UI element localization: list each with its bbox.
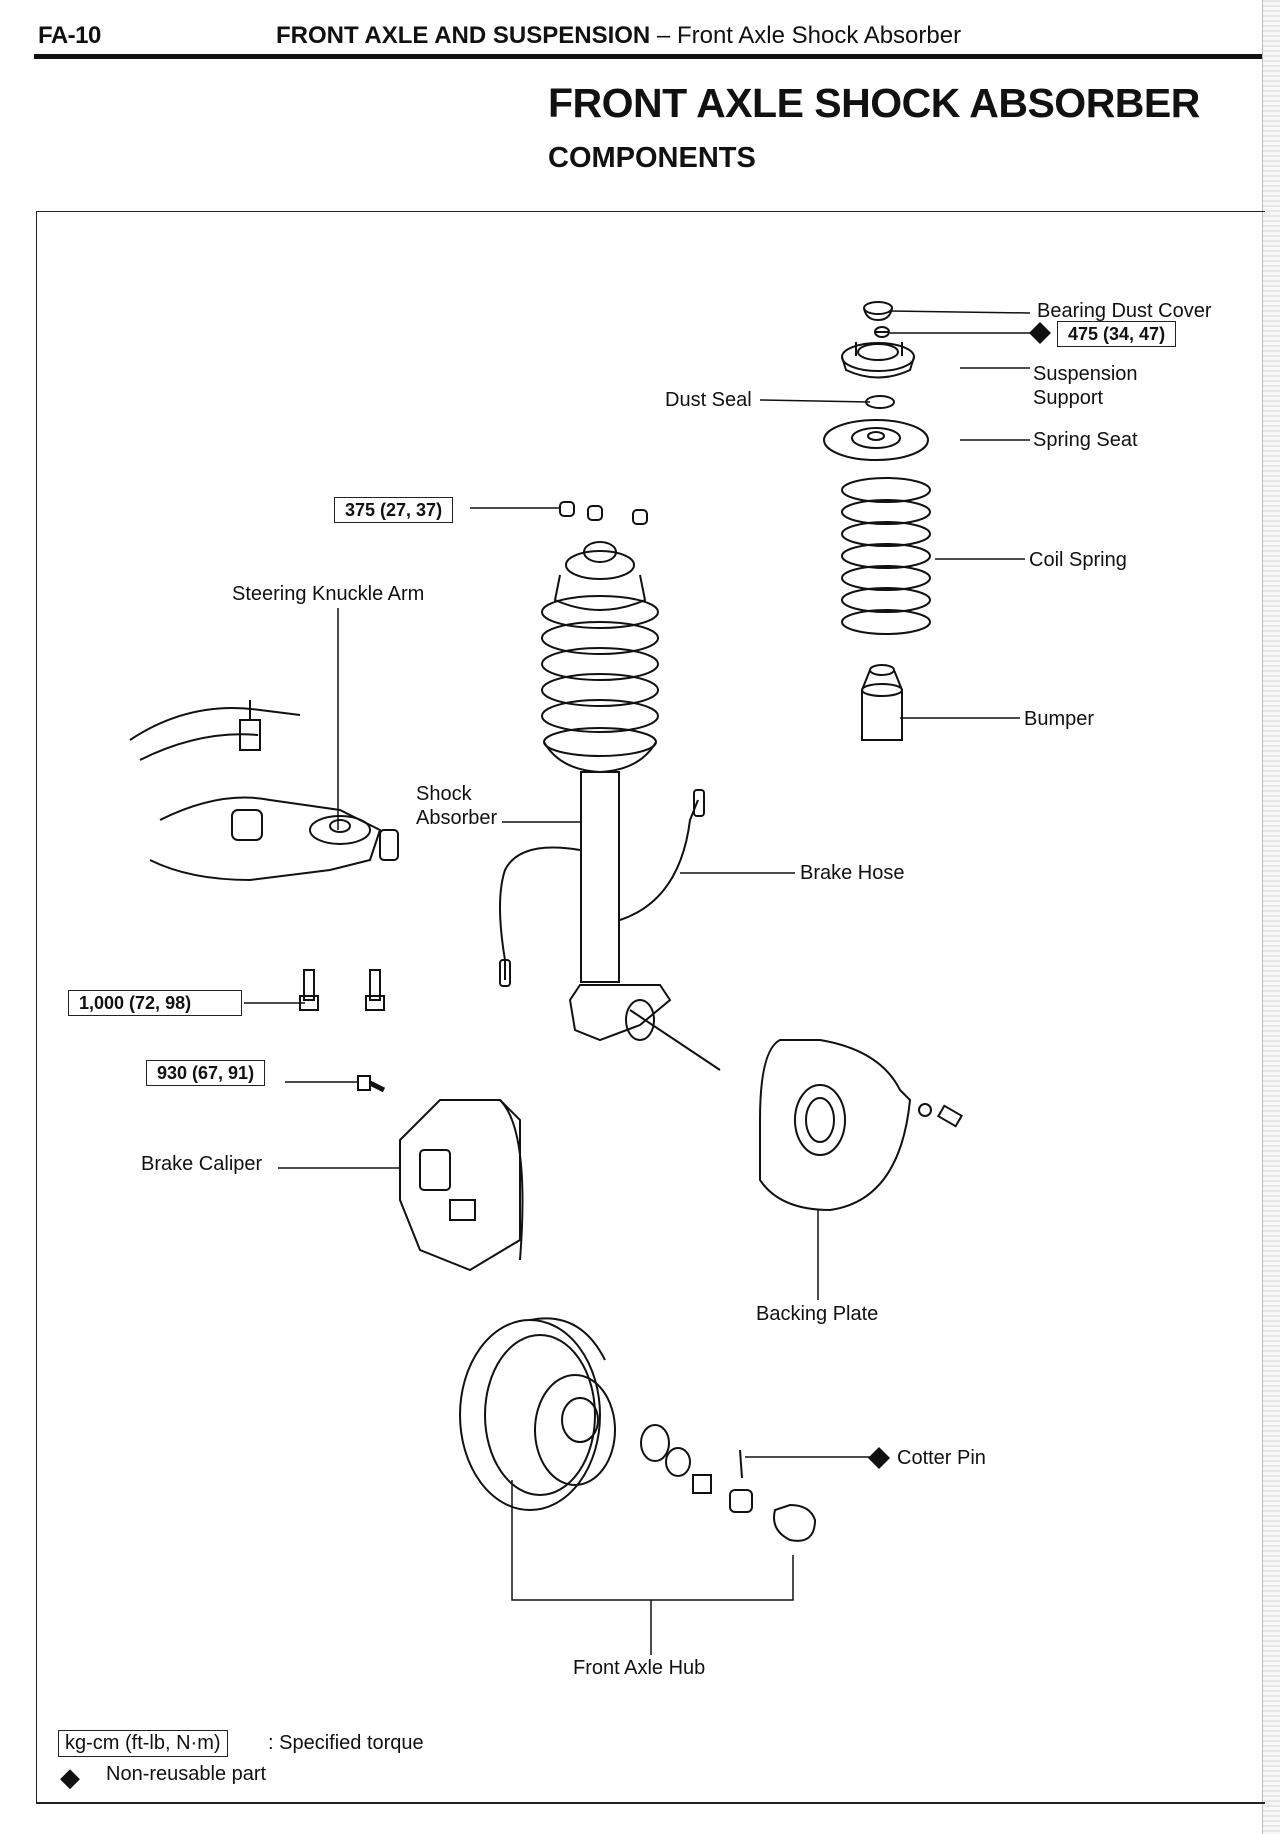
non-reusable-diamond-nut — [1029, 322, 1051, 344]
steering-knuckle-arm-part — [129, 700, 399, 882]
header-separator: – — [650, 22, 677, 49]
non-reusable-diamond-cotter — [868, 1447, 890, 1469]
page-number: FA-10 — [38, 22, 101, 49]
dust-seal-part — [865, 395, 895, 409]
bearing-dust-cover-part — [863, 301, 893, 322]
page-subtitle: COMPONENTS — [548, 142, 756, 174]
header-rule — [34, 54, 1264, 59]
spring-seat-part — [823, 419, 929, 461]
non-reusable-diamond-icon: ◆ — [60, 1762, 80, 1792]
legend-torque-desc: : Specified torque — [268, 1732, 424, 1754]
backing-plate-bolt-part — [918, 1103, 964, 1128]
label-cotter-pin: Cotter Pin — [897, 1447, 986, 1469]
label-suspension-support-2: Support — [1033, 387, 1104, 409]
bumper-part — [861, 664, 903, 741]
leader-lines — [244, 310, 1040, 1655]
label-front-axle-hub: Front Axle Hub — [573, 1657, 706, 1679]
brake-hose-part — [499, 789, 705, 987]
torque-knuckle-arm-bolts: 1,000 (72, 98) — [68, 990, 242, 1016]
shock-absorber-part — [541, 541, 721, 1071]
label-brake-caliper: Brake Caliper — [141, 1153, 263, 1175]
page-title: FRONT AXLE SHOCK ABSORBER — [548, 80, 1200, 126]
nut-part — [874, 326, 890, 338]
label-shock-absorber-1: Shock — [416, 783, 472, 805]
label-bearing-dust-cover: Bearing Dust Cover — [1037, 300, 1212, 322]
label-suspension-support-1: Suspension — [1033, 363, 1138, 385]
strut-nuts-part — [559, 501, 648, 525]
label-steering-knuckle-arm: Steering Knuckle Arm — [232, 583, 425, 605]
front-axle-hub-part — [459, 1317, 817, 1542]
coil-spring-part — [841, 477, 931, 635]
section-title: FRONT AXLE AND SUSPENSION — [276, 22, 651, 49]
label-coil-spring: Coil Spring — [1029, 549, 1127, 571]
subsection-title: Front Axle Shock Absorber — [676, 22, 962, 49]
backing-plate-part — [759, 1039, 912, 1212]
brake-caliper-part — [399, 1099, 524, 1272]
knuckle-bolts-part — [299, 969, 385, 1011]
label-spring-seat: Spring Seat — [1033, 429, 1138, 451]
caliper-bolt-part — [357, 1075, 386, 1093]
label-shock-absorber-2: Absorber — [416, 807, 498, 829]
legend-torque-unit: kg-cm (ft-lb, N·m) — [58, 1730, 228, 1757]
label-brake-hose: Brake Hose — [800, 862, 905, 884]
legend-non-reusable-desc: Non-reusable part — [106, 1763, 267, 1785]
page-edge — [1262, 0, 1280, 1834]
section-header: FRONT AXLE AND SUSPENSION – Front Axle S… — [276, 22, 961, 50]
torque-caliper-bolt: 930 (67, 91) — [146, 1060, 266, 1086]
torque-strut-nuts: 375 (27, 37) — [334, 497, 454, 523]
label-backing-plate: Backing Plate — [756, 1303, 879, 1325]
torque-suspension-nut: 475 (34, 47) — [1057, 321, 1177, 347]
label-dust-seal: Dust Seal — [665, 389, 752, 411]
diagram-frame — [36, 211, 1265, 1804]
label-bumper: Bumper — [1024, 708, 1095, 730]
suspension-support-part — [841, 342, 915, 379]
